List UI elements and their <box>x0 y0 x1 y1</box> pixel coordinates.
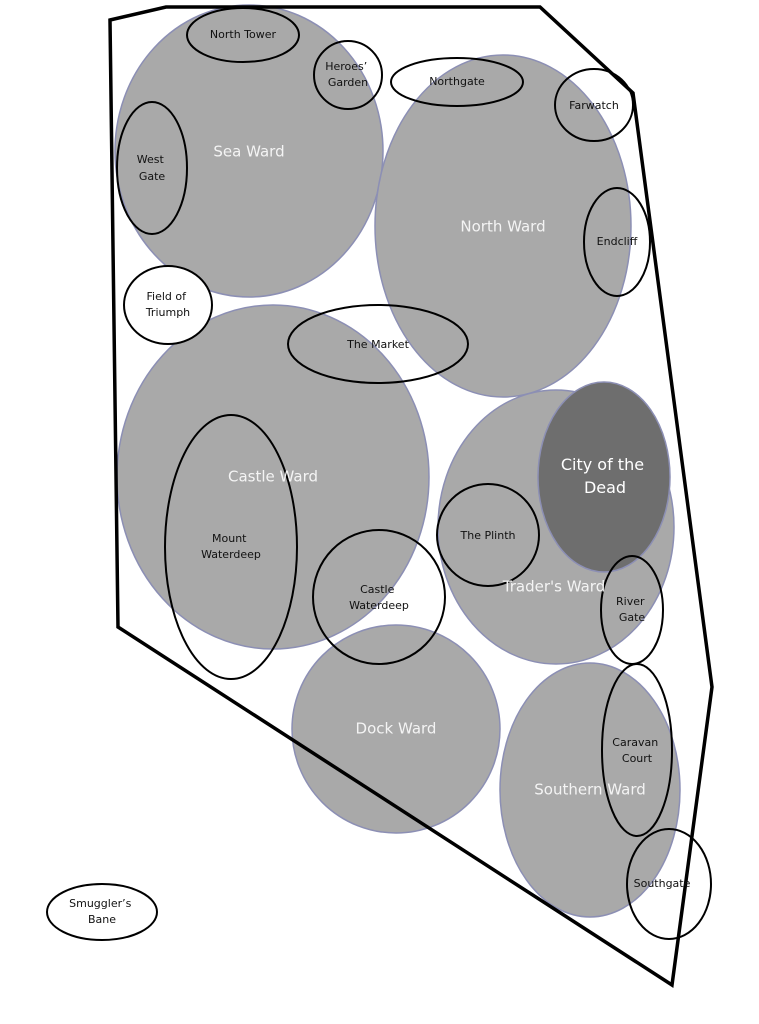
northgate-landmark[interactable] <box>390 57 524 107</box>
endcliff-landmark[interactable] <box>583 187 651 297</box>
the-plinth-label: The Plinth <box>460 529 516 542</box>
dock-ward-region[interactable] <box>291 624 501 834</box>
endcliff-label: Endcliff <box>597 235 638 248</box>
caravan-court-landmark[interactable] <box>601 663 673 837</box>
city-of-the-dead-line-2: Dead <box>584 478 626 497</box>
castle-waterdeep-landmark[interactable] <box>312 529 446 665</box>
heroes-garden-landmark[interactable] <box>313 40 383 110</box>
farwatch-label: Farwatch <box>569 99 619 112</box>
caravan-court-label: Caravan Court <box>612 736 661 765</box>
wards-layer <box>114 4 681 918</box>
dock-ward-label: Dock Ward <box>356 720 437 738</box>
the-market-label: The Market <box>346 338 409 351</box>
north-ward-region[interactable] <box>374 54 632 398</box>
sea-ward-region[interactable] <box>114 4 384 298</box>
ward-labels: Sea Ward North Ward Castle Ward Trader's… <box>213 143 649 799</box>
field-of-triumph-landmark[interactable] <box>123 265 213 345</box>
the-market-landmark[interactable] <box>287 304 469 384</box>
traders-ward-label: Trader's Ward <box>502 578 605 596</box>
heroes-garden-label: Heroes’ Garden <box>325 60 371 89</box>
the-plinth-landmark[interactable] <box>436 483 540 587</box>
northgate-label: Northgate <box>429 75 485 88</box>
city-of-the-dead-label: City of the Dead <box>561 455 649 497</box>
north-tower-label: North Tower <box>210 28 277 41</box>
smugglers-bane-label: Smuggler’s Bane <box>69 897 135 926</box>
city-of-the-dead-line-1: City of the <box>561 455 644 474</box>
city-of-the-dead-region[interactable] <box>537 381 671 573</box>
landmarks-layer <box>46 7 712 941</box>
southgate-label: Southgate <box>634 877 691 890</box>
castle-waterdeep-label: Castle Waterdeep <box>349 583 409 612</box>
mount-waterdeep-landmark[interactable] <box>164 414 298 680</box>
west-gate-landmark[interactable] <box>116 101 188 235</box>
southgate-landmark[interactable] <box>626 828 712 940</box>
sea-ward-label: Sea Ward <box>213 143 284 161</box>
southern-ward-label: Southern Ward <box>534 781 646 799</box>
field-of-triumph-label: Field of Triumph <box>145 290 190 319</box>
north-ward-label: North Ward <box>460 218 545 236</box>
west-gate-label: West Gate <box>137 153 168 183</box>
mount-waterdeep-label: Mount Waterdeep <box>201 532 261 561</box>
smugglers-bane-landmark[interactable] <box>46 883 158 941</box>
north-tower-landmark[interactable] <box>186 7 300 63</box>
city-boundary <box>108 5 714 988</box>
castle-ward-label: Castle Ward <box>228 468 318 486</box>
river-gate-label: River Gate <box>616 595 648 624</box>
farwatch-landmark[interactable] <box>554 68 634 142</box>
landmark-labels: North Tower Heroes’ Garden Northgate Far… <box>69 28 690 926</box>
